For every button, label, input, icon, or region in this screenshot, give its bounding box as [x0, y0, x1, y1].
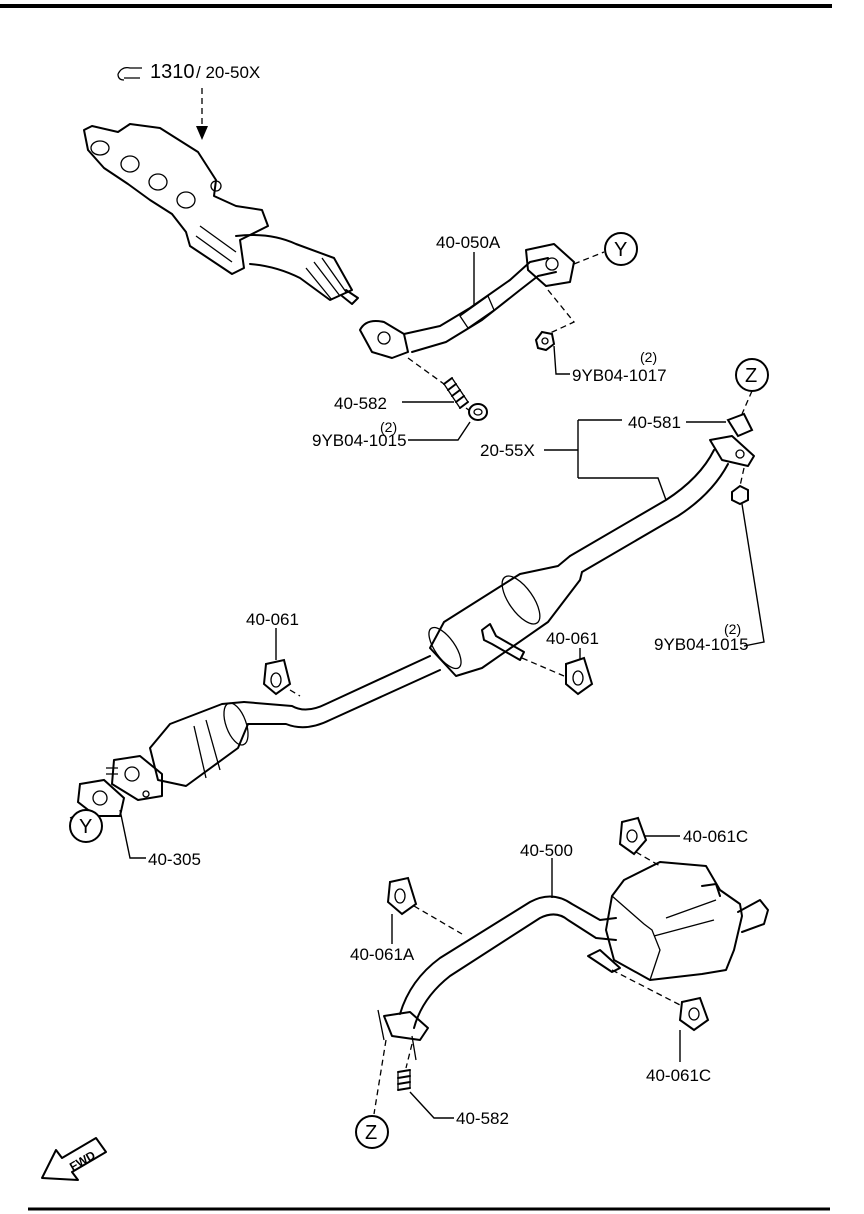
exhaust-manifold: [83, 123, 359, 305]
ref-sub-label: / 20-50X: [196, 63, 260, 82]
callout-z-top-label: Z: [745, 365, 757, 387]
hanger-left-label: 40-061: [246, 610, 299, 629]
callout-y-bottom-label: Y: [79, 816, 92, 838]
gasket-top-label: 9YB04-1015: [312, 431, 407, 450]
pipe-assy-label: 20-55X: [480, 441, 535, 460]
rubber-hanger-right: [565, 656, 594, 696]
callout-y-top: [604, 232, 638, 266]
hanger-c-bottom-label: 40-061C: [646, 1066, 711, 1085]
flange-nut-top: [534, 330, 556, 352]
callout-y-top-label: Y: [614, 239, 627, 261]
rubber-hanger-c-top: [618, 816, 648, 856]
seal-ring-mid: [726, 412, 754, 438]
rubber-hanger-c-bottom: [678, 996, 710, 1032]
hanger-right-label: 40-061: [546, 629, 599, 648]
gasket-top-qty: (2): [380, 419, 397, 435]
spring-bottom-label: 40-582: [456, 1109, 509, 1128]
spring-top-label: 40-582: [334, 394, 387, 413]
rubber-hanger-left: [262, 658, 292, 696]
center-pipe-assembly: [106, 435, 755, 801]
nut-mid-label: 9YB04-1015: [654, 635, 749, 654]
spring-top: [443, 377, 469, 409]
flange-nut-mid: [731, 484, 749, 506]
hanger-c-top-label: 40-061C: [683, 827, 748, 846]
gasket-top: [468, 403, 488, 421]
callout-z-bottom: [355, 1115, 389, 1149]
hanger-a-label: 40-061A: [350, 945, 415, 964]
front-pipe-label: 40-050A: [436, 233, 501, 252]
gasket-front-label: 40-305: [148, 850, 201, 869]
muffler-label: 40-500: [520, 841, 573, 860]
main-muffler-pipe: [377, 861, 769, 1061]
nut-top-qty: (2): [640, 349, 657, 365]
gasket-front: [76, 778, 126, 817]
seal-mid-label: 40-581: [628, 413, 681, 432]
callout-z-bottom-label: Z: [365, 1122, 377, 1144]
callout-y-bottom: [69, 809, 103, 843]
ref-main-label: 1310: [150, 61, 195, 83]
front-pipe: [359, 243, 575, 359]
ref-pointer-icon: [117, 66, 142, 81]
spring-bottom: [397, 1069, 411, 1091]
forward-direction-icon: FWD: [41, 1137, 107, 1181]
nut-top-label: 9YB04-1017: [572, 366, 667, 385]
nut-mid-qty: (2): [724, 621, 741, 637]
rubber-hanger-a: [386, 876, 418, 916]
